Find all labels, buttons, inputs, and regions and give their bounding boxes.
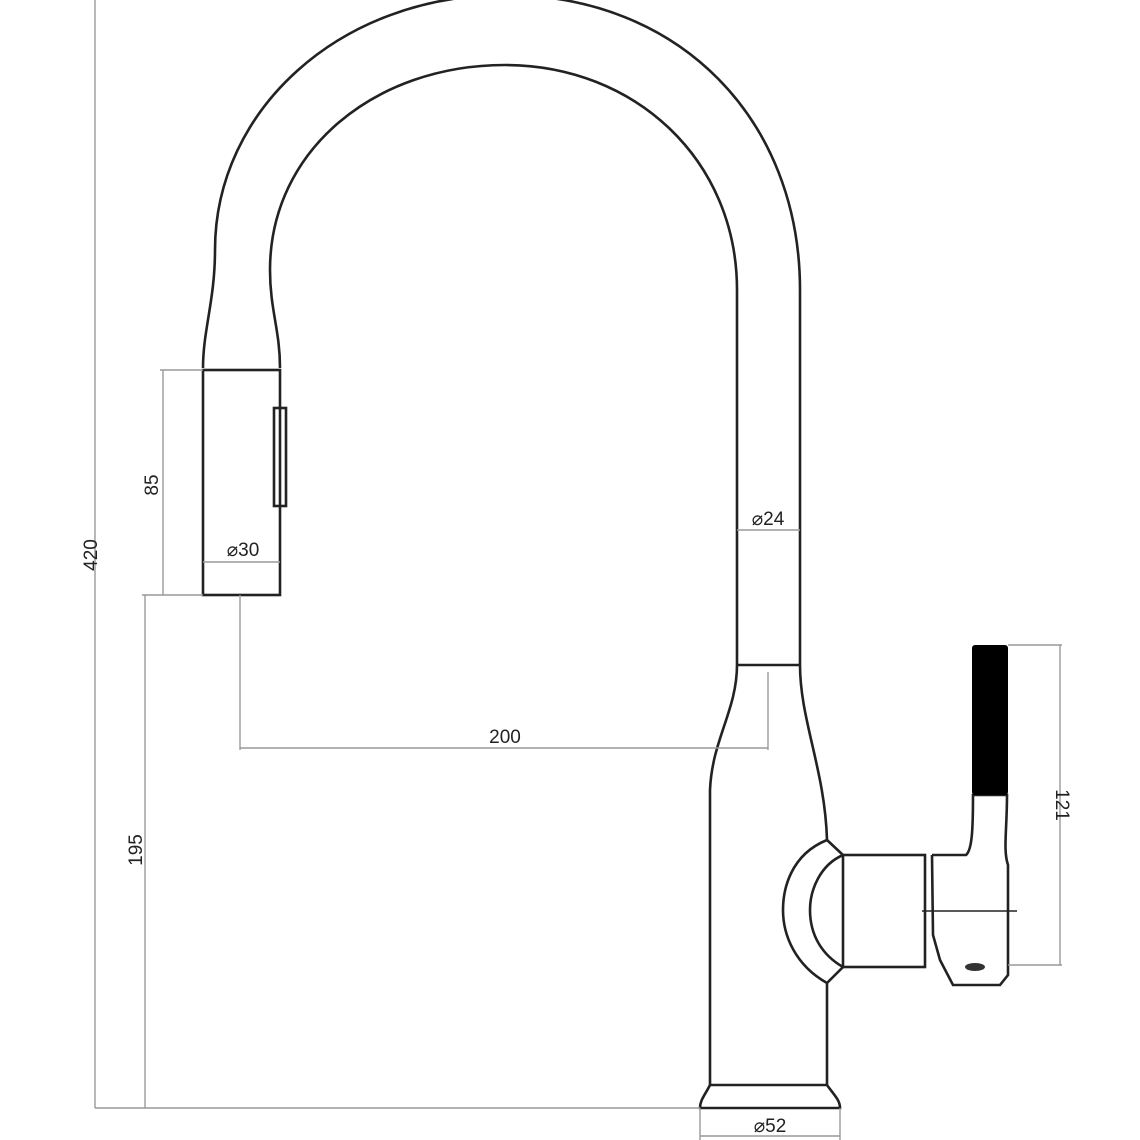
dim-spray-head-length: 85 — [142, 474, 163, 495]
spray-button — [272, 406, 288, 508]
dimension-lines — [94, 0, 1062, 1140]
body-right-outline — [798, 664, 829, 1085]
spray-head — [201, 368, 282, 597]
dim-outlet-height: 195 — [126, 834, 147, 866]
handle-body — [841, 853, 927, 969]
handle-screw — [965, 963, 985, 971]
handle-boss-inner — [808, 839, 846, 984]
dim-spout-diameter: ⌀24 — [752, 509, 785, 530]
spout-inner-outline — [268, 63, 739, 665]
dim-handle-height: 121 — [1051, 789, 1072, 821]
body-left-outline — [708, 664, 739, 1085]
dim-reach: 200 — [489, 727, 521, 748]
handle-boss-outer — [781, 838, 828, 985]
dim-base-diameter: ⌀52 — [754, 1116, 787, 1137]
dim-overall-height: 420 — [81, 539, 102, 571]
handle-grip — [972, 645, 1008, 795]
spout-outer-outline — [201, 0, 802, 665]
handle-lever — [930, 793, 1010, 987]
dim-spray-head-diameter: ⌀30 — [227, 540, 260, 561]
base-outline — [698, 1083, 842, 1110]
